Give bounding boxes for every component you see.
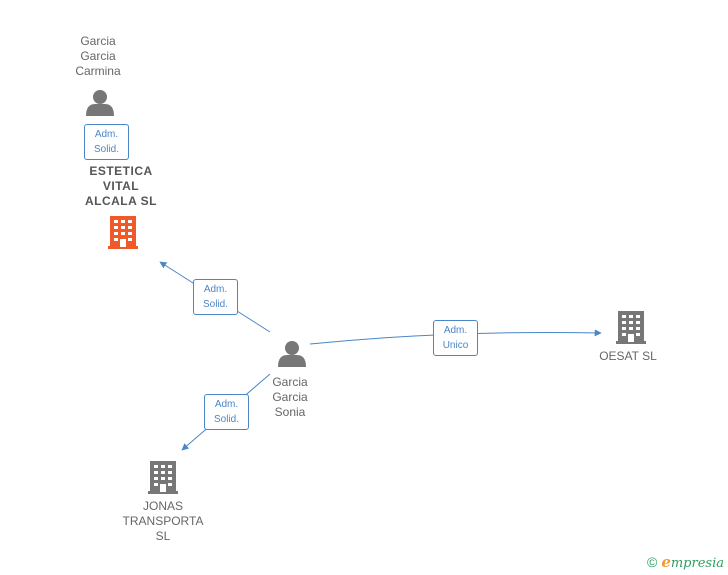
edge-label-sonia-jonas[interactable]: Adm. Solid. [204, 394, 249, 430]
edge-label-sonia-oesat[interactable]: Adm. Unico [433, 320, 478, 356]
brand-logo[interactable]: empresia [661, 553, 724, 571]
building-icon[interactable] [108, 216, 138, 249]
node-label-jonas[interactable]: JONAS TRANSPORTA SL [122, 499, 204, 543]
copyright-icon: © [646, 554, 658, 570]
building-icon[interactable] [616, 311, 646, 344]
node-label-sonia[interactable]: Garcia Garcia Sonia [272, 375, 308, 419]
edge-label-carmina-estetica[interactable]: Adm. Solid. [84, 124, 129, 160]
node-label-estetica[interactable]: ESTETICA VITAL ALCALA SL [84, 164, 158, 208]
building-icon[interactable] [148, 461, 178, 494]
edge-label-sonia-estetica[interactable]: Adm. Solid. [193, 279, 238, 315]
node-label-carmina[interactable]: Garcia Garcia Carmina [75, 34, 121, 78]
person-icon[interactable] [86, 90, 114, 116]
footer-brand: © empresia [647, 553, 724, 571]
person-icon[interactable] [278, 341, 306, 367]
node-label-oesat[interactable]: OESAT SL [599, 349, 657, 363]
